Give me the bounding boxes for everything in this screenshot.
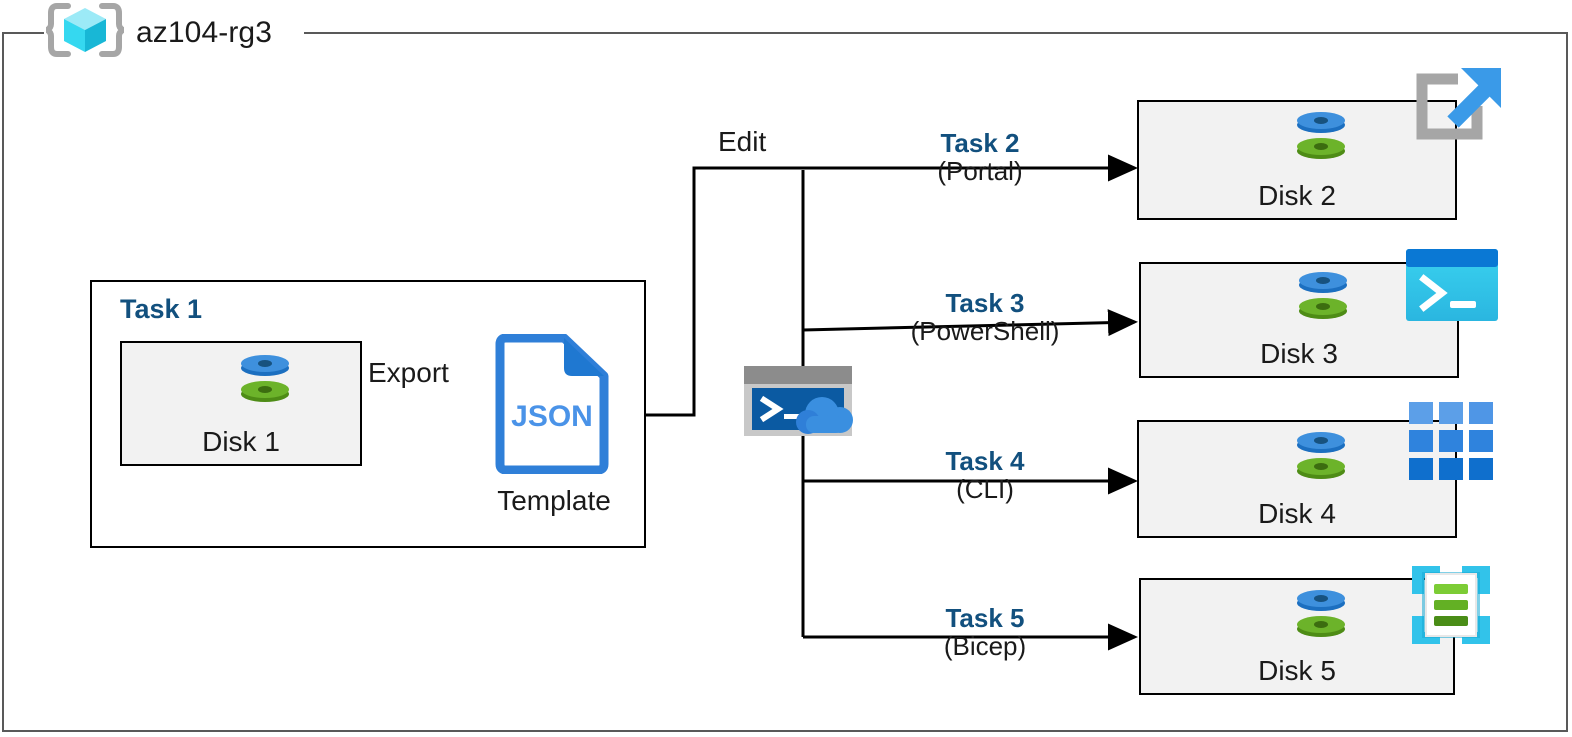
resource-group-cube-icon: [40, 2, 130, 63]
task4-label: Task 4 (CLI): [945, 446, 1025, 505]
disk5-box[interactable]: Disk 5: [1139, 578, 1455, 695]
task5-label: Task 5 (Bicep): [943, 603, 1027, 662]
disk1-caption: Disk 1: [202, 426, 280, 457]
disk5-caption: Disk 5: [1258, 655, 1336, 686]
json-file-icon[interactable]: JSON: [492, 333, 612, 475]
disk4-box[interactable]: Disk 4: [1137, 420, 1457, 538]
task3-label: Task 3 (PowerShell): [910, 288, 1060, 347]
disk3-caption: Disk 3: [1260, 338, 1338, 369]
cloud-shell-icon[interactable]: [744, 366, 862, 447]
disk3-box[interactable]: Disk 3: [1139, 262, 1459, 378]
bicep-icon[interactable]: [1408, 562, 1494, 653]
disk4-caption: Disk 4: [1258, 498, 1336, 529]
azure-portal-icon[interactable]: [1409, 62, 1505, 159]
task1-label: Task 1: [120, 294, 203, 324]
azure-cli-icon[interactable]: [1409, 402, 1493, 487]
task2-label: Task 2 (Portal): [937, 128, 1023, 187]
edit-label: Edit: [718, 126, 767, 157]
export-label: Export: [368, 357, 449, 388]
template-caption: Template: [497, 485, 611, 516]
resource-group-container: [2, 32, 1568, 732]
json-icon-text: JSON: [511, 400, 593, 433]
disk2-box[interactable]: Disk 2: [1137, 100, 1457, 220]
resource-group-name: az104-rg3: [136, 15, 272, 49]
powershell-icon[interactable]: [1406, 249, 1498, 326]
resource-group-header: az104-rg3: [40, 2, 272, 63]
disk1-box[interactable]: Disk 1: [120, 341, 362, 466]
disk2-caption: Disk 2: [1258, 180, 1336, 211]
resource-group-header-gap: [44, 22, 304, 44]
